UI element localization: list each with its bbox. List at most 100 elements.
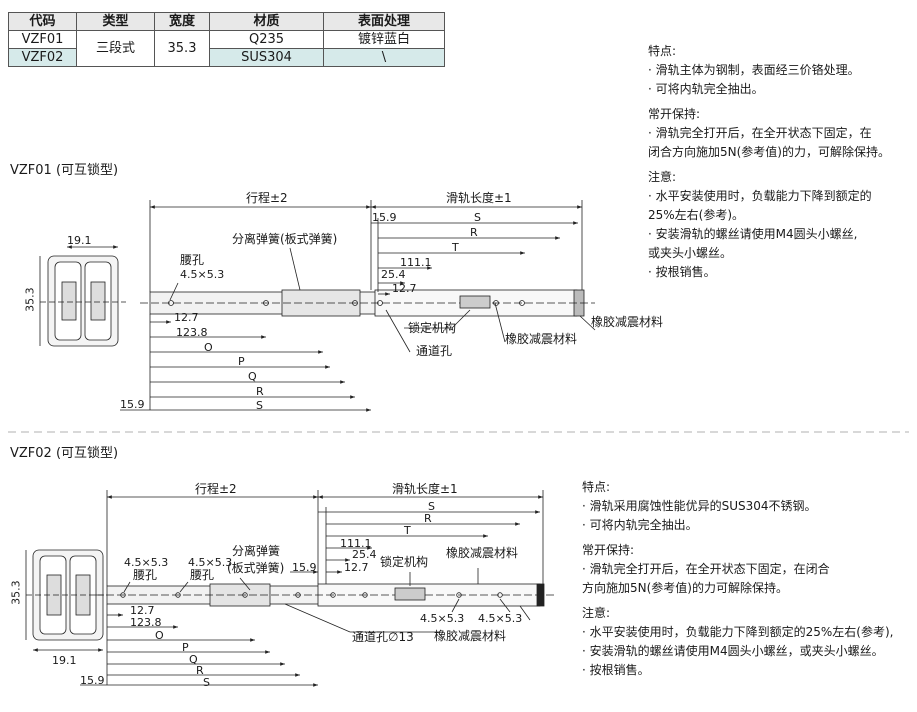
vzf01-dim-T: T: [452, 241, 459, 254]
vzf01-dim-height: 35.3: [23, 287, 37, 312]
vzf02-dim-15-9: 15.9: [292, 561, 317, 574]
table-row: VZF01 三段式 35.3 Q235 镀锌蓝白: [8, 30, 445, 67]
vzf02-notes: 特点: · 滑轨采用腐蚀性能优异的SUS304不锈钢。 · 可将内轨完全抽出。 …: [582, 478, 893, 680]
note-heading: 常开保持:: [648, 107, 701, 121]
vzf01-cross-section: [39, 245, 126, 347]
vzf01-through-hole-label: 通道孔: [416, 344, 453, 358]
vzf02-hole-size-2: 4.5×5.3: [478, 612, 523, 625]
vzf02-dim-b15-9: 15.9: [80, 674, 105, 687]
vzf01-dim-bS: S: [256, 399, 263, 412]
cell-type: 三段式: [76, 30, 155, 67]
vzf02-waist-size-2: 4.5×5.3: [188, 556, 233, 569]
vzf02-dim-O: O: [155, 629, 164, 642]
note-item: · 可将内轨完全抽出。: [582, 518, 698, 532]
vzf01-waist-hole-label: 腰孔: [180, 253, 205, 267]
vzf02-rail: [95, 583, 555, 607]
vzf02-waist-size-1: 4.5×5.3: [124, 556, 169, 569]
vzf01-sep-spring-label: 分离弹簧(板式弹簧): [232, 232, 338, 246]
col-header-surface: 表面处理: [323, 12, 445, 31]
note-item: · 按根销售。: [582, 663, 650, 677]
vzf01-dim-25-4: 25.4: [381, 268, 406, 281]
vzf02-dim-Q: Q: [189, 653, 198, 666]
vzf02-dim-bR: R: [196, 664, 204, 677]
note-item: · 安装滑轨的螺丝请使用M4圆头小螺丝，或夹头小螺丝。: [582, 644, 884, 658]
note-item: · 滑轨采用腐蚀性能优异的SUS304不锈钢。: [582, 499, 817, 513]
vzf02-sep-spring-label-1: 分离弹簧: [232, 544, 281, 558]
note-item: · 滑轨完全打开后，在全开状态下固定，在: [648, 126, 872, 140]
note-item: · 滑轨主体为钢制，表面经三价铬处理。: [648, 63, 860, 77]
vzf02-waist-label-2: 腰孔: [190, 568, 215, 582]
vzf01-rail-length-label: 滑轨长度±1: [446, 191, 512, 205]
vzf02-hole-size-1: 4.5×5.3: [420, 612, 465, 625]
vzf02-dim-S: S: [428, 500, 435, 513]
note-item: · 水平安装使用时，负载能力下降到额定的: [648, 189, 872, 203]
vzf01-waist-size: 4.5×5.3: [180, 268, 225, 281]
vzf02-stroke-label: 行程±2: [195, 482, 237, 496]
vzf02-dim-width: 19.1: [52, 654, 77, 667]
col-header-code: 代码: [8, 12, 77, 31]
table-header-row: 代码 类型 宽度 材质 表面处理: [8, 12, 445, 31]
vzf02-cross-section: [25, 549, 108, 652]
col-header-width: 宽度: [154, 12, 210, 31]
vzf01-rubber-label-2: 橡胶减震材料: [591, 315, 664, 329]
note-item: · 滑轨完全打开后，在全开状态下固定，在闭合: [582, 562, 830, 576]
col-header-type: 类型: [76, 12, 155, 31]
vzf01-dim-O: O: [204, 341, 213, 354]
vzf01-dim-111-1: 111.1: [400, 256, 432, 269]
vzf02-dim-height: 35.3: [9, 580, 23, 605]
vzf02-dim-b123-8: 123.8: [130, 616, 162, 629]
vzf02-dim-bS: S: [203, 676, 210, 689]
vzf02-lock-label: 锁定机构: [380, 555, 429, 569]
vzf01-dim-S: S: [474, 211, 481, 224]
note-item: 闭合方向施加5N(参考值)的力，可解除保持。: [648, 145, 890, 159]
vzf01-title: VZF01 (可互锁型): [10, 163, 119, 178]
vzf01-dim-15-9: 15.9: [372, 211, 397, 224]
vzf02-through-hole-label: 通道孔∅13: [352, 630, 414, 644]
vzf01-dim-b15-9: 15.9: [120, 398, 145, 411]
vzf01-dim-12-7: 12.7: [392, 282, 417, 295]
cell-width: 35.3: [154, 30, 210, 67]
vzf01-rubber-label-1: 橡胶减震材料: [505, 332, 578, 346]
note-item: · 按根销售。: [648, 265, 716, 279]
vzf01-dim-b123-8: 123.8: [176, 326, 208, 339]
vzf01-lock-label: 锁定机构: [408, 321, 457, 335]
vzf01-dim-R: R: [470, 226, 478, 239]
cell-code: VZF02: [8, 48, 77, 67]
vzf01-dim-Q: Q: [248, 370, 257, 383]
vzf02-rail-length-label: 滑轨长度±1: [392, 482, 458, 496]
vzf01-notes: 特点: · 滑轨主体为钢制，表面经三价铬处理。 · 可将内轨完全抽出。 常开保持…: [648, 42, 890, 282]
cell-material: SUS304: [209, 48, 324, 67]
note-heading: 注意:: [582, 606, 611, 620]
vzf02-sep-spring-label-2: (板式弹簧): [227, 561, 285, 575]
vzf02-rubber-label-1: 橡胶减震材料: [446, 546, 519, 560]
vzf02-dim-111-1: 111.1: [340, 537, 372, 550]
vzf01-dim-b12-7: 12.7: [174, 311, 199, 324]
vzf02-dim-P: P: [182, 641, 189, 654]
vzf02-dim-b12-7: 12.7: [130, 604, 155, 617]
vzf02-dim-25-4: 25.4: [352, 548, 377, 561]
vzf01-dim-bR: R: [256, 385, 264, 398]
vzf02-waist-label-1: 腰孔: [133, 568, 158, 582]
note-heading: 特点:: [648, 44, 677, 58]
note-item: · 安装滑轨的螺丝请使用M4圆头小螺丝,: [648, 227, 858, 241]
vzf01-stroke-label: 行程±2: [246, 191, 288, 205]
note-heading: 特点:: [582, 480, 611, 494]
note-item: · 水平安装使用时，负载能力下降到额定的25%左右(参考),: [582, 625, 894, 639]
note-item: · 可将内轨完全抽出。: [648, 82, 764, 96]
note-item: 或夹头小螺丝。: [648, 246, 733, 260]
spec-table: 代码 类型 宽度 材质 表面处理 VZF01 三段式 35.3 Q235 镀锌蓝…: [8, 12, 445, 67]
vzf02-dim-R: R: [424, 512, 432, 525]
vzf02-dim-T: T: [404, 524, 411, 537]
table-row: VZF02 SUS304 \: [8, 48, 445, 67]
vzf01-dim-P: P: [238, 355, 245, 368]
note-heading: 常开保持:: [582, 543, 635, 557]
note-item: 25%左右(参考)。: [648, 208, 745, 222]
note-heading: 注意:: [648, 170, 677, 184]
cell-surface: \: [323, 48, 445, 67]
vzf01-dim-width: 19.1: [67, 234, 92, 247]
vzf02-dim-12-7: 12.7: [344, 561, 369, 574]
vzf01-rail: [140, 289, 595, 317]
vzf02-title: VZF02 (可互锁型): [10, 446, 119, 461]
vzf02-rubber-label-2: 橡胶减震材料: [434, 629, 507, 643]
